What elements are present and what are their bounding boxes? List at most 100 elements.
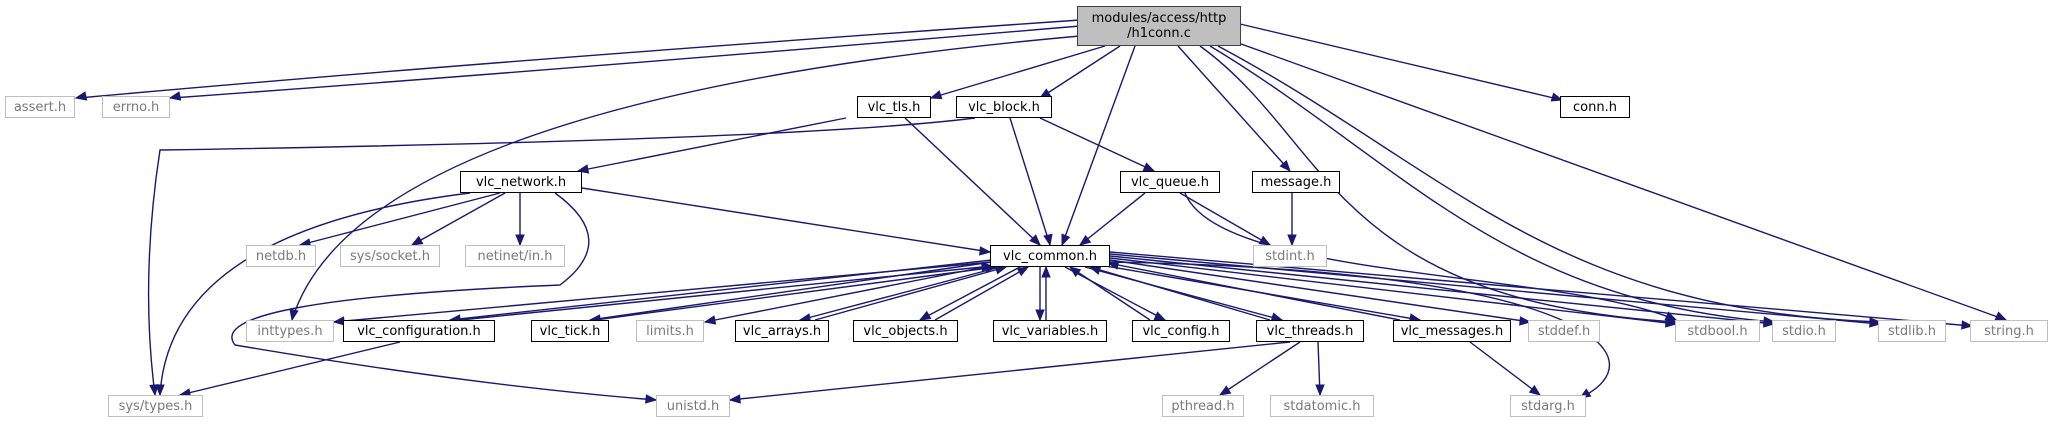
node-stdbool-h[interactable]: stdbool.h — [1675, 320, 1760, 342]
edge-vlc-threads-pthread — [1219, 341, 1301, 396]
edge-root-conn-arrowhead — [1550, 92, 1564, 102]
edge-vlc-messages-stdarg — [1469, 341, 1541, 396]
edge-vlc-common-vlc-configuration — [449, 259, 993, 321]
edge-root-string — [1229, 39, 2007, 321]
edge-root-assert — [77, 19, 1081, 99]
edge-root-errno-arrowhead — [168, 91, 182, 101]
node-pthread-h[interactable]: pthread.h — [1162, 395, 1244, 417]
edge-vlc-network-vlc-common — [581, 187, 991, 253]
root-label-line1: modules/access/http — [1091, 11, 1227, 26]
node-h1conn-c[interactable]: modules/access/http /h1conn.c — [1077, 6, 1241, 46]
edge-vlc-common-stddef — [1109, 259, 1531, 323]
edge-vlc-common-vlc-config — [1064, 266, 1166, 321]
edge-root-vlc-block — [1039, 45, 1121, 99]
node-string-h[interactable]: string.h — [1970, 320, 2048, 342]
node-vlc-configuration-h[interactable]: vlc_configuration.h — [343, 320, 495, 342]
node-vlc-block-h[interactable]: vlc_block.h — [956, 96, 1052, 118]
edge-vlc-messages-vlc-common-arrowhead — [1106, 260, 1120, 270]
node-stddef-h[interactable]: stddef.h — [1528, 320, 1600, 342]
edge-vlc-common-stdio — [1109, 255, 1775, 325]
edge-vlc-common-vlc-variables-arrowhead — [1035, 309, 1045, 322]
node-inttypes-h[interactable]: inttypes.h — [246, 320, 334, 342]
edge-vlc-threads-vlc-common — [1089, 266, 1271, 321]
edge-vlc-network-sys-types — [159, 192, 471, 396]
edge-root-conn — [1239, 23, 1563, 101]
node-message-h[interactable]: message.h — [1252, 171, 1340, 193]
edge-vlc-tls-vlc-common — [904, 117, 1041, 246]
node-vlc-network-h[interactable]: vlc_network.h — [460, 171, 582, 193]
edge-vlc-network-sys-socket — [411, 192, 506, 246]
edge-vlc-network-netdb — [299, 192, 501, 246]
edge-vlc-messages-vlc-common — [1107, 262, 1401, 321]
edge-vlc-queue-vlc-common — [1079, 192, 1146, 246]
node-sys-types-h[interactable]: sys/types.h — [108, 395, 203, 417]
edge-root-inttypes-arrowhead — [289, 308, 299, 322]
node-vlc-config-h[interactable]: vlc_config.h — [1132, 320, 1230, 342]
node-limits-h[interactable]: limits.h — [636, 320, 704, 342]
edge-vlc-block-vlc-common-arrowhead — [1043, 233, 1053, 247]
edge-vlc-queue-stdbool — [1184, 192, 1677, 321]
edge-vlc-block-vlc-queue — [1039, 117, 1155, 172]
edge-root-message — [1177, 45, 1291, 172]
edge-vlc-common-stdio-arrowhead — [1763, 318, 1776, 328]
edge-vlc-network-unistd — [231, 192, 657, 401]
edge-vlc-common-vlc-arrays — [799, 266, 1001, 321]
edge-root-stdbool — [1199, 45, 1677, 323]
node-vlc-queue-h[interactable]: vlc_queue.h — [1120, 171, 1220, 193]
edge-vlc-variables-vlc-common-arrowhead — [1041, 265, 1051, 278]
edge-root-vlc-tls-arrowhead — [929, 90, 943, 100]
node-vlc-messages-h[interactable]: vlc_messages.h — [1393, 320, 1511, 342]
edge-vlc-network-vlc-common-arrowhead — [979, 246, 992, 256]
node-conn-h[interactable]: conn.h — [1560, 96, 1630, 118]
edge-root-vlc-tls — [930, 45, 1106, 99]
edge-vlc-network-unistd-arrowhead — [645, 394, 658, 404]
edge-vlc-common-stdbool-arrowhead — [1665, 318, 1678, 328]
node-vlc-arrays-h[interactable]: vlc_arrays.h — [735, 320, 829, 342]
node-sys-socket-h[interactable]: sys/socket.h — [340, 245, 440, 267]
node-errno-h[interactable]: errno.h — [102, 96, 170, 118]
node-unistd-h[interactable]: unistd.h — [656, 395, 730, 417]
edge-vlc-arrays-vlc-common — [814, 266, 1007, 321]
node-assert-h[interactable]: assert.h — [5, 96, 75, 118]
node-vlc-common-h[interactable]: vlc_common.h — [990, 245, 1110, 267]
edge-vlc-block-sys-types — [147, 117, 976, 396]
node-vlc-threads-h[interactable]: vlc_threads.h — [1256, 320, 1364, 342]
edge-message-stdint-arrowhead — [1287, 234, 1297, 247]
edge-root-stdlib — [1217, 45, 1881, 323]
edge-vlc-tick-vlc-common — [594, 266, 997, 321]
edge-vlc-common-stdlib — [1109, 253, 1881, 325]
edge-root-errno — [171, 25, 1081, 99]
edge-vlc-common-limits-arrowhead — [703, 315, 717, 325]
edge-root-inttypes — [291, 35, 1081, 321]
edge-root-string-arrowhead — [1994, 311, 2008, 321]
edge-vlc-common-vlc-objects-arrowhead — [918, 310, 932, 321]
edge-vlc-messages-stdarg-arrowhead — [1528, 384, 1542, 396]
edge-vlc-objects-vlc-common — [934, 266, 1029, 321]
edge-root-assert-arrowhead — [74, 91, 88, 101]
node-vlc-objects-h[interactable]: vlc_objects.h — [853, 320, 958, 342]
node-netdb-h[interactable]: netdb.h — [246, 245, 316, 267]
node-stdint-h[interactable]: stdint.h — [1253, 245, 1327, 267]
edge-vlc-threads-pthread-arrowhead — [1218, 385, 1232, 396]
node-stdatomic-h[interactable]: stdatomic.h — [1270, 395, 1374, 417]
node-stdio-h[interactable]: stdio.h — [1772, 320, 1836, 342]
edge-root-vlc-common-arrowhead — [1061, 233, 1071, 247]
node-vlc-tick-h[interactable]: vlc_tick.h — [531, 320, 609, 342]
node-vlc-tls-h[interactable]: vlc_tls.h — [857, 96, 931, 118]
edge-vlc-tls-vlc-network — [577, 117, 847, 172]
edge-vlc-network-netinet-in-arrowhead — [515, 234, 525, 247]
edge-vlc-queue-stdint — [1179, 192, 1271, 246]
edge-vlc-threads-vlc-common-arrowhead — [1088, 265, 1102, 275]
edge-root-stdio — [1209, 45, 1775, 323]
edge-vlc-tls-vlc-common-arrowhead — [1029, 234, 1041, 246]
node-stdlib-h[interactable]: stdlib.h — [1878, 320, 1946, 342]
node-stdarg-h[interactable]: stdarg.h — [1510, 395, 1586, 417]
edge-vlc-common-stdlib-arrowhead — [1869, 318, 1882, 328]
node-netinet-in-h[interactable]: netinet/in.h — [465, 245, 565, 267]
node-vlc-variables-h[interactable]: vlc_variables.h — [993, 320, 1107, 342]
edge-vlc-common-stdarg — [1109, 261, 1611, 399]
edge-vlc-arrays-vlc-common-arrowhead — [994, 265, 1008, 275]
edge-vlc-threads-unistd — [729, 341, 1291, 401]
